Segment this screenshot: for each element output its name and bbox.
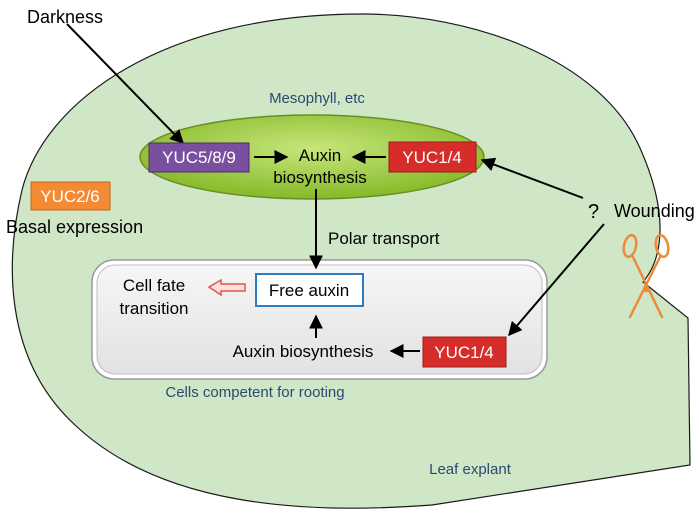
question-mark-label: ? — [588, 201, 599, 223]
cells-competent-label: Cells competent for rooting — [165, 384, 344, 401]
cell-fate-label-line2: transition — [120, 299, 189, 318]
yuc589-box — [148, 142, 250, 173]
auxin-biosynthesis-bottom-label: Auxin biosynthesis — [233, 342, 374, 361]
auxin-biosynthesis-top-line2: biosynthesis — [273, 168, 367, 187]
polar-transport-label: Polar transport — [328, 229, 440, 248]
yuc14-top-box — [388, 141, 477, 173]
wounding-label: Wounding — [614, 201, 695, 221]
cell-fate-hollow-arrow — [207, 278, 246, 297]
mesophyll-ellipse — [139, 114, 485, 200]
free-auxin-label: Free auxin — [269, 281, 349, 300]
cell-fate-label-line1: Cell fate — [123, 276, 185, 295]
scissors-icon — [622, 233, 670, 319]
leaf-explant-label: Leaf explant — [429, 461, 512, 478]
auxin-biosynthesis-top-line1: Auxin — [299, 146, 342, 165]
mesophyll-label: Mesophyll, etc — [269, 90, 365, 107]
question-to-yuc14-top-arrow — [480, 157, 584, 199]
yuc14-bottom-label: YUC1/4 — [434, 343, 494, 362]
question-to-yuc14-bottom-arrow — [508, 223, 605, 337]
darkness-arrow — [66, 23, 184, 145]
darkness-label: Darkness — [27, 7, 103, 27]
basal-expression-label: Basal expression — [6, 217, 143, 237]
free-auxin-box — [255, 273, 364, 307]
yuc26-label: YUC2/6 — [40, 187, 100, 206]
yuc14-bottom-box — [422, 336, 507, 368]
yuc26-box — [30, 181, 111, 211]
yuc14-top-label: YUC1/4 — [402, 148, 462, 167]
yuc589-label: YUC5/8/9 — [162, 148, 236, 167]
